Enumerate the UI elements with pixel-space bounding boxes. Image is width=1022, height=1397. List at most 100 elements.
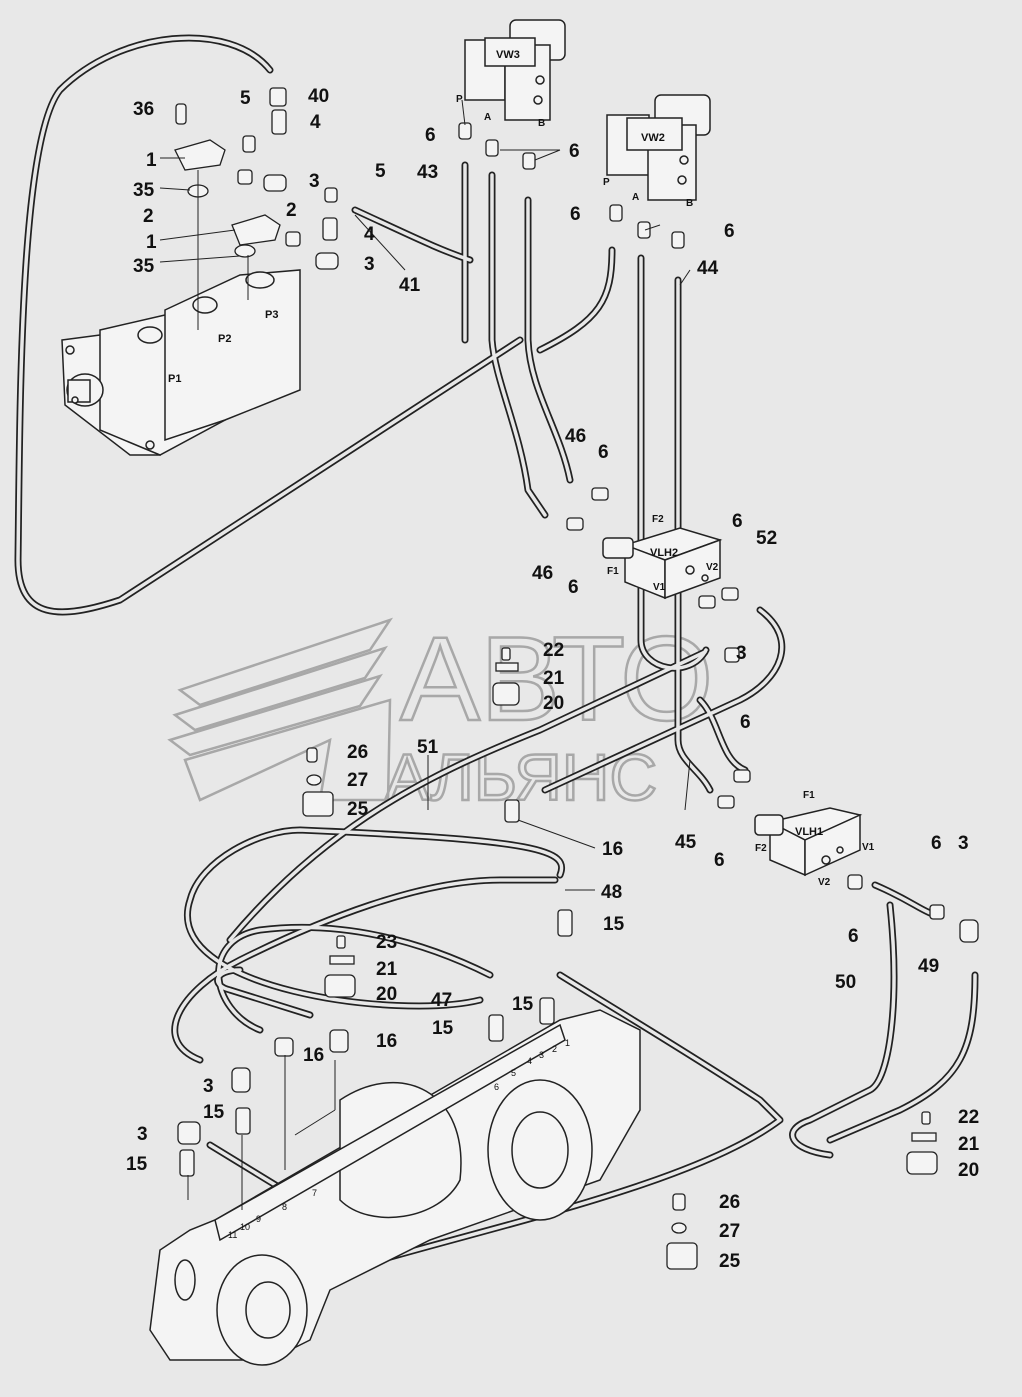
callout-3: 3: [364, 254, 375, 275]
callout-2: 2: [286, 200, 297, 221]
callout-26: 26: [347, 742, 368, 763]
callout-21: 21: [543, 668, 565, 689]
valve-vlh1-label: VLH1: [795, 826, 823, 838]
callout-15: 15: [512, 994, 534, 1015]
callout-26: 26: [719, 1192, 740, 1213]
frame-hole-11: 11: [228, 1230, 237, 1240]
callout-6: 6: [740, 712, 751, 733]
vlh1-port-v2: V2: [818, 877, 831, 888]
callout-46: 46: [565, 426, 586, 447]
callout-6: 6: [848, 926, 859, 947]
callout-25: 25: [347, 799, 369, 820]
callout-51: 51: [417, 737, 439, 758]
vlh2-port-f1: F1: [607, 566, 619, 577]
callout-16: 16: [602, 839, 623, 860]
callout-48: 48: [601, 882, 622, 903]
callout-5: 5: [240, 88, 251, 109]
valve-vlh1: VLH1 F1 F2 V1 V2: [754, 790, 875, 888]
callout-43: 43: [417, 162, 438, 183]
callout-20: 20: [376, 984, 397, 1005]
callout-49: 49: [918, 956, 939, 977]
frame-hole-4: 4: [527, 1056, 532, 1066]
vw3-port-p: P: [456, 94, 463, 105]
vlh2-port-f2: F2: [652, 514, 664, 525]
callout-1: 1: [146, 232, 157, 253]
vw2-port-a: A: [632, 192, 639, 203]
watermark: АВТО АЛЬЯНС: [167, 611, 715, 815]
callout-16: 16: [303, 1045, 324, 1066]
vlh2-port-v2: V2: [706, 562, 719, 573]
hose-lines: [14, 34, 979, 1264]
part-callouts: 36 40 5 4 1 3 35 2 5 2 1 4 35 3 41 6 43 …: [126, 86, 980, 1272]
callout-52: 52: [756, 528, 777, 549]
callout-41: 41: [399, 275, 421, 296]
callout-6: 6: [598, 442, 609, 463]
callout-6: 6: [569, 141, 580, 162]
callout-1: 1: [146, 150, 157, 171]
pump-section-p2-label: P2: [218, 333, 231, 345]
callout-6: 6: [425, 125, 436, 146]
valve-vw3-label: VW3: [496, 49, 520, 61]
callout-5: 5: [375, 161, 386, 182]
callout-40: 40: [308, 86, 329, 107]
callout-22: 22: [958, 1107, 979, 1128]
valve-vlh2: VLH2 F2 F1 V1 V2: [602, 514, 723, 600]
callout-6: 6: [714, 850, 725, 871]
vlh1-port-v1: V1: [862, 842, 875, 853]
chassis-frame: [149, 1009, 641, 1366]
vlh1-port-f1: F1: [803, 790, 815, 801]
callout-20: 20: [958, 1160, 979, 1181]
callout-6: 6: [931, 833, 942, 854]
callout-3: 3: [958, 833, 969, 854]
frame-hole-10: 10: [240, 1222, 250, 1232]
callout-35: 35: [133, 180, 155, 201]
vlh1-port-f2: F2: [755, 843, 767, 854]
fittings: [174, 87, 979, 1270]
callout-2: 2: [143, 206, 154, 227]
frame-hole-7: 7: [312, 1188, 317, 1198]
callout-15: 15: [603, 914, 625, 935]
valve-vw2: VW2 P A B: [603, 94, 711, 209]
vw3-port-a: A: [484, 112, 491, 123]
callout-50: 50: [835, 972, 856, 993]
callout-4: 4: [310, 112, 321, 133]
frame-hole-3: 3: [539, 1050, 544, 1060]
callout-6: 6: [570, 204, 581, 225]
callout-46: 46: [532, 563, 553, 584]
callout-3: 3: [309, 171, 320, 192]
callout-15: 15: [432, 1018, 454, 1039]
frame-hole-6: 6: [494, 1082, 499, 1092]
callout-4: 4: [364, 224, 375, 245]
callout-23: 23: [376, 932, 397, 953]
callout-3: 3: [137, 1124, 148, 1145]
callout-45: 45: [675, 832, 697, 853]
vlh2-port-v1: V1: [653, 582, 666, 593]
callout-21: 21: [958, 1134, 980, 1155]
valve-vw3: VW3 P A B: [456, 19, 566, 129]
callout-21: 21: [376, 959, 398, 980]
pump-section-p3-label: P3: [265, 309, 278, 321]
valve-vw2-label: VW2: [641, 132, 665, 144]
pump-section-p1-label: P1: [168, 373, 181, 385]
callout-3: 3: [203, 1076, 214, 1097]
callout-27: 27: [347, 770, 368, 791]
callout-3: 3: [736, 643, 747, 664]
callout-36: 36: [133, 99, 154, 120]
callout-44: 44: [697, 258, 719, 279]
callout-16: 16: [376, 1031, 397, 1052]
frame-hole-numbers: 1 2 3 4 5 6 7 8 9 10 11: [228, 1038, 570, 1240]
vw2-port-b: B: [686, 198, 693, 209]
hydraulic-pump: P1 P2 P3: [61, 269, 301, 456]
vw2-port-p: P: [603, 177, 610, 188]
callout-15: 15: [126, 1154, 148, 1175]
callout-25: 25: [719, 1251, 741, 1272]
callout-27: 27: [719, 1221, 740, 1242]
callout-20: 20: [543, 693, 564, 714]
frame-hole-9: 9: [256, 1214, 261, 1224]
vw3-port-b: B: [538, 118, 545, 129]
frame-hole-1: 1: [565, 1038, 570, 1048]
callout-22: 22: [543, 640, 564, 661]
callout-47: 47: [431, 990, 452, 1011]
frame-hole-2: 2: [552, 1044, 557, 1054]
